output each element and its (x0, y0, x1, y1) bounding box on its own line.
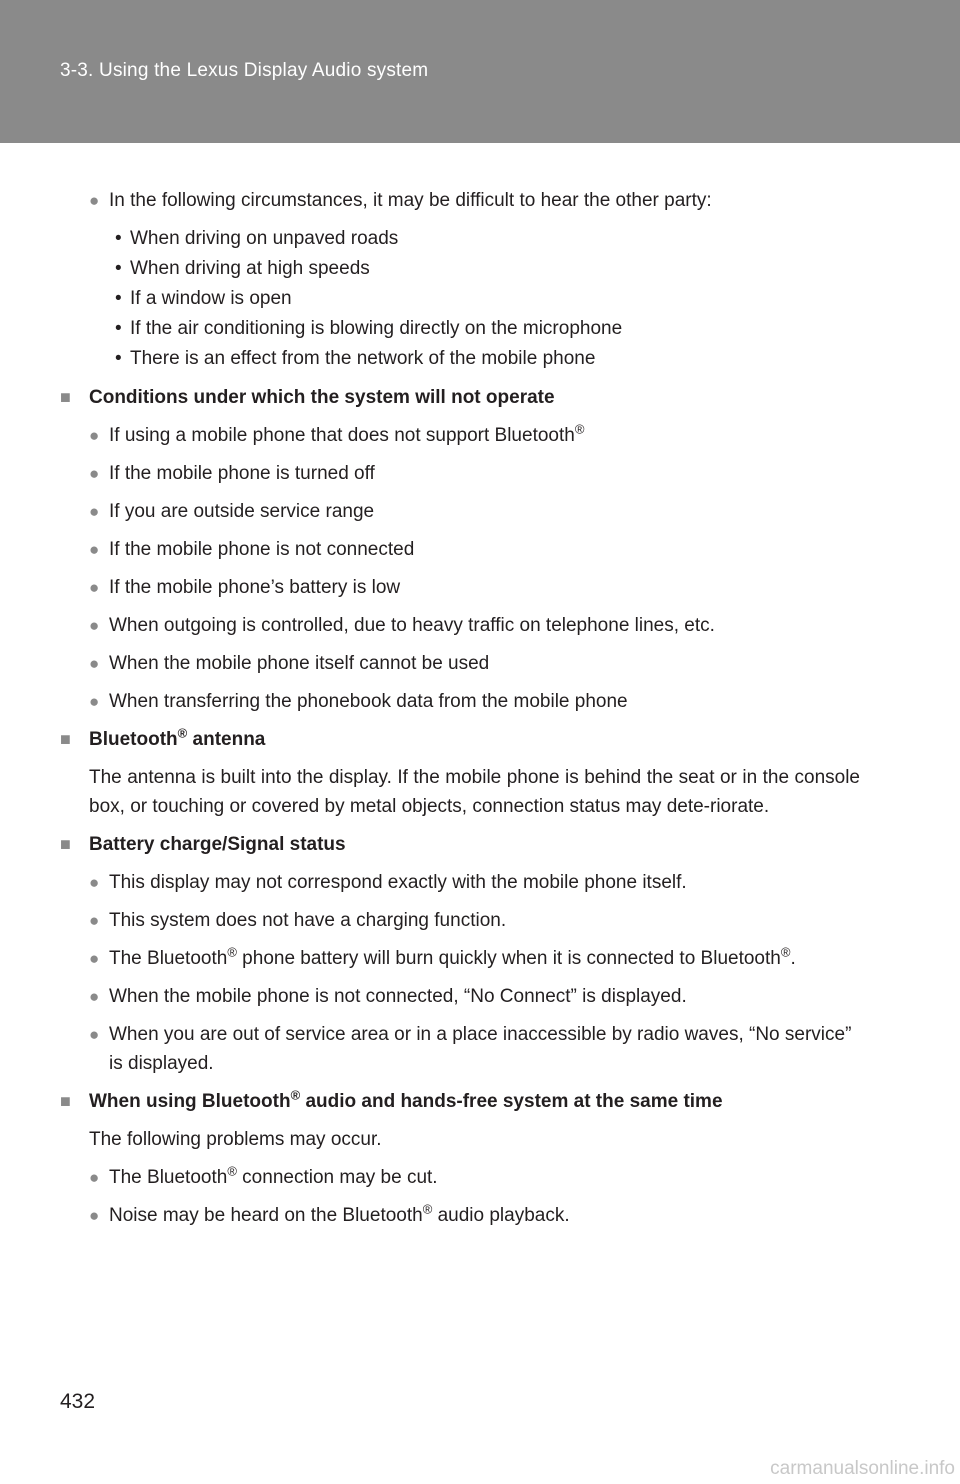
conditions-heading: Conditions under which the system will n… (60, 383, 860, 412)
intro-text: In the following circumstances, it may b… (109, 190, 712, 211)
list-item: The Bluetooth® phone battery will burn q… (60, 944, 860, 973)
page-content: In the following circumstances, it may b… (60, 186, 860, 1239)
intro-bullet: In the following circumstances, it may b… (60, 186, 860, 215)
registered-mark: ® (574, 421, 585, 437)
list-item: When driving at high speeds (115, 254, 860, 284)
circumstance-list: When driving on unpaved roads When drivi… (60, 224, 860, 374)
battery-heading: Battery charge/Signal status (60, 830, 860, 859)
list-item: If the mobile phone is turned off (60, 459, 860, 488)
list-item: If the air conditioning is blowing direc… (115, 314, 860, 344)
registered-mark: ® (422, 1201, 433, 1217)
simultaneous-use-heading: When using Bluetooth® audio and hands-fr… (60, 1087, 860, 1116)
list-item: If using a mobile phone that does not su… (60, 421, 860, 450)
page-number: 432 (60, 1390, 96, 1413)
list-item: If the mobile phone’s battery is low (60, 573, 860, 602)
registered-mark: ® (290, 1087, 301, 1103)
registered-mark: ® (780, 944, 791, 960)
list-item: If a window is open (115, 284, 860, 314)
list-item: When the mobile phone is not connected, … (60, 982, 860, 1011)
list-item: Noise may be heard on the Bluetooth® aud… (60, 1201, 860, 1230)
list-item: There is an effect from the network of t… (115, 344, 860, 374)
list-item: If you are outside service range (60, 497, 860, 526)
list-item: If the mobile phone is not connected (60, 535, 860, 564)
list-item: When you are out of service area or in a… (60, 1020, 860, 1078)
list-item: The Bluetooth® connection may be cut. (60, 1163, 860, 1192)
antenna-paragraph: The antenna is built into the display. I… (89, 767, 860, 817)
registered-mark: ® (227, 944, 237, 960)
list-item: When the mobile phone itself cannot be u… (60, 649, 860, 678)
list-item: When outgoing is controlled, due to heav… (60, 611, 860, 640)
list-item: When driving on unpaved roads (115, 224, 860, 254)
list-item: This system does not have a charging fun… (60, 906, 860, 935)
registered-mark: ® (177, 725, 188, 741)
registered-mark: ® (227, 1163, 237, 1179)
list-item: When transferring the phonebook data fro… (60, 687, 860, 716)
antenna-heading: Bluetooth® antenna (60, 725, 860, 754)
page-header: 3-3. Using the Lexus Display Audio syste… (0, 0, 960, 143)
watermark: carmanualsonline.info (770, 1458, 955, 1479)
section-title: 3-3. Using the Lexus Display Audio syste… (60, 60, 429, 81)
simultaneous-use-paragraph: The following problems may occur. (89, 1129, 382, 1150)
list-item: This display may not correspond exactly … (60, 868, 860, 897)
